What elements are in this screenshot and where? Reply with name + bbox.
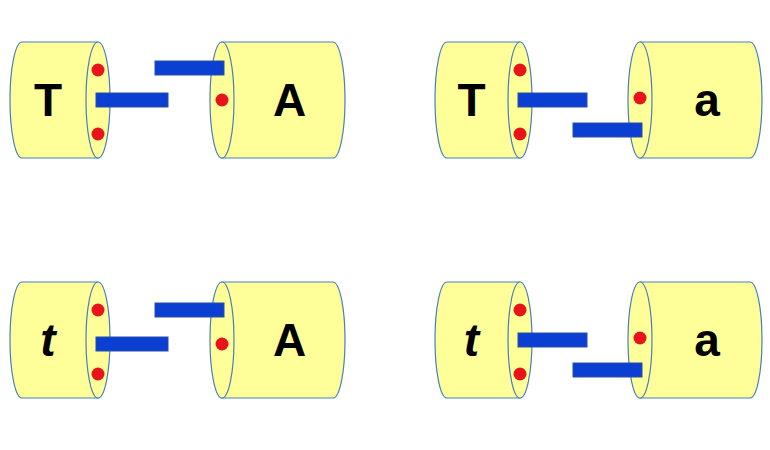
red-dot bbox=[216, 94, 229, 107]
cylinder-face bbox=[210, 42, 234, 158]
cylinder-shape bbox=[10, 282, 110, 398]
blue-peg bbox=[96, 337, 168, 351]
cylinder-body bbox=[640, 42, 762, 158]
cylinder-node: A bbox=[210, 282, 345, 398]
red-dot bbox=[92, 304, 105, 317]
blue-peg bbox=[155, 61, 224, 75]
blue-peg bbox=[518, 333, 587, 347]
cylinder-node: T bbox=[435, 42, 532, 158]
base-letter: A bbox=[273, 77, 306, 123]
red-dot bbox=[634, 92, 647, 105]
base-letter: a bbox=[694, 77, 720, 123]
red-dot bbox=[514, 368, 527, 381]
cylinder-body bbox=[640, 282, 762, 398]
cylinder-node: t bbox=[435, 282, 532, 398]
red-dot bbox=[92, 368, 105, 381]
blue-peg bbox=[518, 93, 587, 107]
blue-peg bbox=[96, 93, 168, 107]
cylinder-node: t bbox=[10, 282, 110, 398]
blue-peg bbox=[573, 363, 642, 377]
cylinder-shape bbox=[435, 282, 532, 398]
base-letter: t bbox=[464, 317, 479, 363]
red-dot bbox=[216, 338, 229, 351]
red-dot bbox=[634, 332, 647, 345]
cylinder-body bbox=[435, 282, 520, 398]
cylinder-node: A bbox=[210, 42, 345, 158]
blue-peg bbox=[155, 303, 224, 317]
red-dot bbox=[514, 128, 527, 141]
base-letter: A bbox=[273, 317, 306, 363]
cylinder-face bbox=[210, 282, 234, 398]
red-dot bbox=[514, 64, 527, 77]
red-dot bbox=[514, 304, 527, 317]
cylinder-face bbox=[628, 42, 652, 158]
red-dot bbox=[92, 64, 105, 77]
cylinder-node: a bbox=[628, 282, 762, 398]
cylinder-node: a bbox=[628, 42, 762, 158]
base-letter: T bbox=[457, 77, 485, 123]
cylinder-body bbox=[222, 282, 345, 398]
cylinder-body bbox=[10, 282, 98, 398]
cylinder-body bbox=[435, 42, 520, 158]
cylinder-body bbox=[10, 42, 98, 158]
cylinder-face bbox=[628, 282, 652, 398]
blue-peg bbox=[573, 123, 642, 137]
cylinder-body bbox=[222, 42, 345, 158]
base-letter: a bbox=[694, 317, 720, 363]
base-letter: t bbox=[40, 317, 55, 363]
base-letter: T bbox=[34, 77, 62, 123]
red-dot bbox=[92, 128, 105, 141]
cylinder-node: T bbox=[10, 42, 110, 158]
